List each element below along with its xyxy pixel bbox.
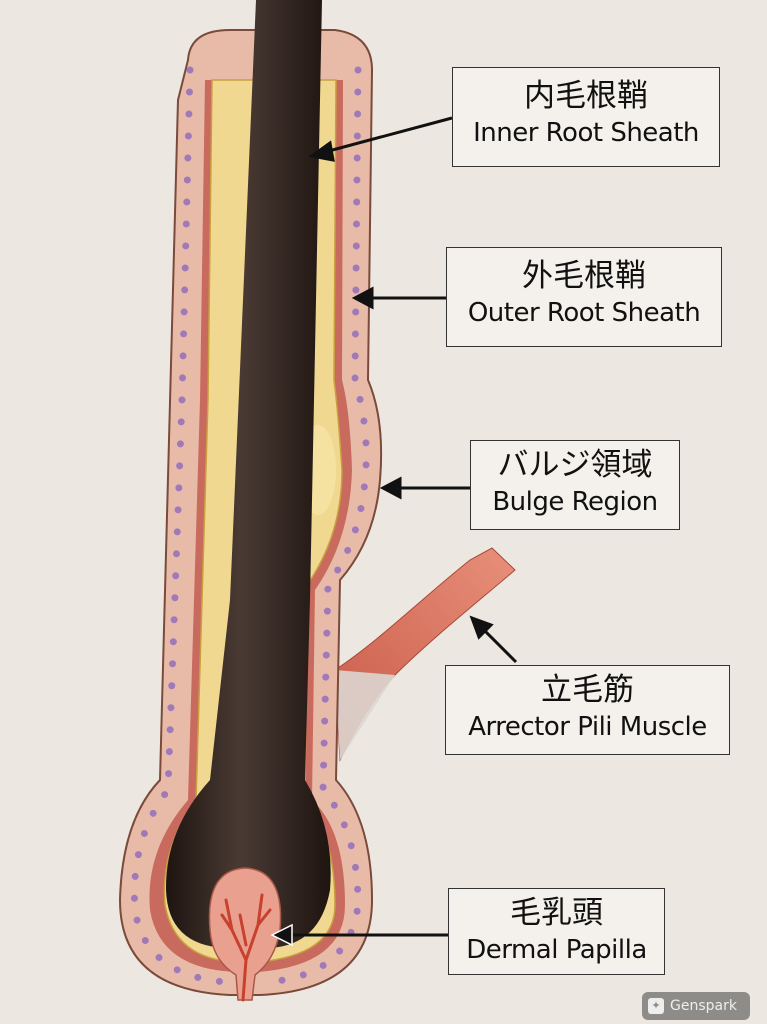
papilla-blood-vessels xyxy=(220,893,272,1002)
arrowhead-icon xyxy=(379,476,402,500)
label-ja: 内毛根鞘 xyxy=(524,78,648,114)
arrowhead-icon xyxy=(270,923,293,947)
genspark-logo-icon: ✦ xyxy=(648,998,664,1014)
label-en: Inner Root Sheath xyxy=(473,118,699,148)
label-en: Dermal Papilla xyxy=(466,935,647,965)
arrowhead-icon xyxy=(351,286,374,310)
sheath-cell-dots-left xyxy=(130,66,229,986)
arrowhead-icon xyxy=(308,140,335,162)
hair-shaft xyxy=(165,0,331,948)
label-ja: 毛乳頭 xyxy=(510,895,603,931)
label-dermal-papilla: 毛乳頭 Dermal Papilla xyxy=(448,888,665,975)
label-outer-root-sheath: 外毛根鞘 Outer Root Sheath xyxy=(446,247,722,347)
label-en: Outer Root Sheath xyxy=(467,298,701,328)
pointer-arrows xyxy=(270,116,518,947)
label-en: Arrector Pili Muscle xyxy=(468,712,707,742)
watermark-text: Genspark xyxy=(670,998,737,1014)
muscle-tendon xyxy=(335,670,395,760)
arrow-arrector-pili xyxy=(480,626,518,664)
arrow-inner-root-sheath xyxy=(324,116,453,154)
label-bulge-region: バルジ領域 Bulge Region xyxy=(470,440,680,530)
label-inner-root-sheath: 内毛根鞘 Inner Root Sheath xyxy=(452,67,720,167)
genspark-watermark: ✦ Genspark xyxy=(642,992,750,1020)
sheath-cell-dots-right xyxy=(264,66,370,986)
label-ja: 外毛根鞘 xyxy=(522,258,646,294)
label-en: Bulge Region xyxy=(492,487,658,517)
label-ja: 立毛筋 xyxy=(541,672,634,708)
label-arrector-pili-muscle: 立毛筋 Arrector Pili Muscle xyxy=(445,665,730,755)
arrowhead-icon xyxy=(469,615,494,640)
label-ja: バルジ領域 xyxy=(497,447,653,483)
